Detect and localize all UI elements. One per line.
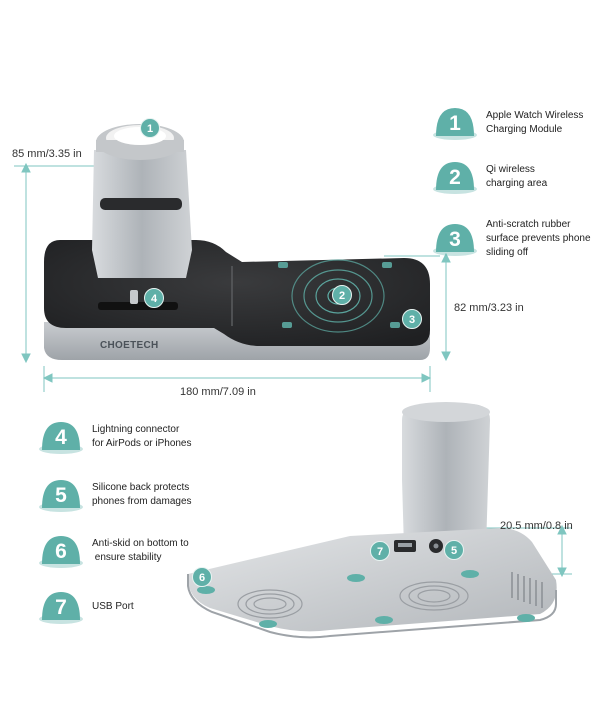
feature-3: 3 Anti-scratch rubber surface prevents p… [432, 218, 591, 260]
number-badge-icon: 1 [432, 106, 478, 140]
marker-3: 3 [402, 309, 422, 329]
feature-1: 1 Apple Watch Wireless Charging Module [432, 106, 583, 140]
dimension-guides [14, 162, 572, 578]
height-dimension-label: 85 mm/3.35 in [12, 148, 82, 160]
number-badge-icon: 6 [38, 534, 84, 568]
feature-text-line: Lightning connector [92, 424, 180, 435]
number-badge-icon: 7 [38, 590, 84, 624]
feature-text-line: for AirPods or iPhones [92, 438, 192, 449]
feature-number: 2 [449, 166, 461, 189]
number-badge-icon: 5 [38, 478, 84, 512]
charger-bottom-view [187, 402, 557, 639]
feature-4: 4 Lightning connector for AirPods or iPh… [38, 420, 192, 454]
feature-text-line: Qi wireless [486, 164, 535, 175]
feature-text-line: Silicone back protects [92, 482, 190, 493]
marker-4: 4 [144, 288, 164, 308]
number-badge-icon: 2 [432, 160, 478, 194]
feature-number: 4 [55, 426, 67, 449]
charging-coil-icon [291, 259, 385, 333]
feature-5: 5 Silicone back protects phones from dam… [38, 478, 192, 512]
width-dimension-label: 180 mm/7.09 in [180, 386, 256, 398]
feature-text-line: charging area [486, 178, 548, 189]
number-badge-icon: 3 [432, 222, 478, 256]
thickness-dimension-label: 20.5 mm/0.8 in [500, 520, 573, 532]
feature-text-line: Apple Watch Wireless [486, 110, 584, 121]
feature-number: 5 [55, 484, 67, 507]
feature-text-line: Anti-skid on bottom to [92, 538, 189, 549]
feature-number: 3 [449, 228, 461, 251]
feature-number: 1 [449, 112, 461, 135]
feature-text-line: ensure stability [92, 552, 162, 563]
fan-vent-icon [237, 581, 469, 619]
feature-text-line: USB Port [92, 601, 134, 612]
charger-top-view [44, 124, 430, 360]
feature-text-line: surface prevents phone [486, 233, 591, 244]
feature-text-line: sliding off [486, 247, 529, 258]
marker-6: 6 [192, 567, 212, 587]
brand-logo: CHOETECH [100, 340, 159, 351]
marker-2: 2 [332, 285, 352, 305]
feature-2: 2 Qi wireless charging area [432, 160, 547, 194]
feature-text-line: Anti-scratch rubber [486, 219, 571, 230]
feature-number: 7 [55, 596, 67, 619]
feature-number: 6 [55, 540, 67, 563]
marker-1: 1 [140, 118, 160, 138]
feature-7: 7 USB Port [38, 590, 134, 624]
depth-dimension-label: 82 mm/3.23 in [454, 302, 524, 314]
marker-5: 5 [444, 540, 464, 560]
feature-text-line: phones from damages [92, 496, 192, 507]
feature-text-line: Charging Module [486, 124, 563, 135]
number-badge-icon: 4 [38, 420, 84, 454]
feature-6: 6 Anti-skid on bottom to ensure stabilit… [38, 534, 189, 568]
marker-7: 7 [370, 541, 390, 561]
